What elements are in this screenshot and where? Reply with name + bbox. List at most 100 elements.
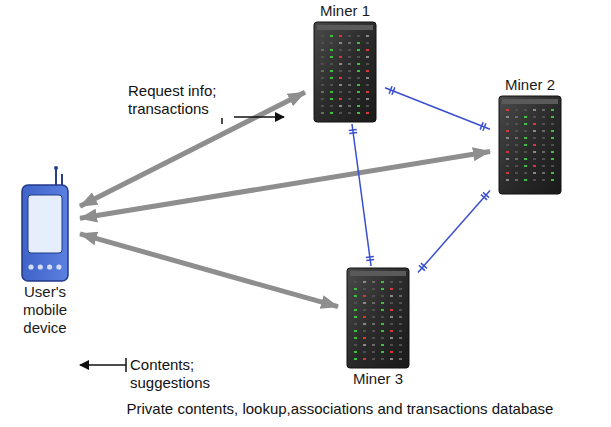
status-led <box>339 42 342 44</box>
status-led <box>381 281 384 283</box>
status-led <box>366 84 369 86</box>
status-led <box>381 316 384 318</box>
status-led <box>542 172 545 174</box>
server-case <box>347 268 409 368</box>
status-led <box>390 295 393 297</box>
status-led <box>533 130 536 132</box>
status-led <box>515 130 518 132</box>
node-label: User's mobile device <box>14 283 76 337</box>
status-led <box>372 358 375 360</box>
status-led <box>366 77 369 79</box>
status-led <box>381 302 384 304</box>
status-led <box>372 337 375 339</box>
status-led <box>381 288 384 290</box>
status-led <box>399 344 402 346</box>
status-led <box>321 35 324 37</box>
status-led <box>533 116 536 118</box>
status-led <box>366 56 369 58</box>
status-led <box>533 179 536 181</box>
annotation-label: Contents; suggestions <box>128 356 228 392</box>
status-led <box>366 35 369 37</box>
status-led <box>372 309 375 311</box>
status-led <box>348 63 351 65</box>
status-led <box>515 123 518 125</box>
status-led <box>348 49 351 51</box>
node-label: Miner 3 <box>338 370 418 388</box>
status-led <box>321 112 324 114</box>
link-plug <box>483 123 486 130</box>
link-plug <box>349 129 357 130</box>
status-led <box>357 70 360 72</box>
status-led <box>348 105 351 107</box>
status-led <box>542 109 545 111</box>
status-led <box>354 309 357 311</box>
status-led <box>357 35 360 37</box>
status-led <box>330 84 333 86</box>
status-led <box>357 112 360 114</box>
link-plug <box>389 86 392 93</box>
status-led <box>339 77 342 79</box>
status-led <box>339 49 342 51</box>
status-led <box>363 281 366 283</box>
server-icon <box>338 266 418 370</box>
peer-link <box>418 191 490 273</box>
phone-button <box>28 264 33 269</box>
status-led <box>533 165 536 167</box>
status-led <box>506 137 509 139</box>
status-led <box>515 116 518 118</box>
status-led <box>366 70 369 72</box>
status-led <box>354 337 357 339</box>
link-plug <box>366 257 374 258</box>
link-plug <box>349 132 357 133</box>
status-led <box>366 112 369 114</box>
status-led <box>330 98 333 100</box>
phone-screen <box>28 195 62 253</box>
status-led <box>551 144 554 146</box>
status-led <box>330 91 333 93</box>
status-led <box>542 179 545 181</box>
status-led <box>506 123 509 125</box>
status-led <box>330 63 333 65</box>
status-led <box>357 42 360 44</box>
status-led <box>506 116 509 118</box>
status-led <box>515 137 518 139</box>
status-led <box>390 330 393 332</box>
status-led <box>339 63 342 65</box>
status-led <box>366 49 369 51</box>
status-led <box>354 323 357 325</box>
status-led <box>330 112 333 114</box>
status-led <box>372 295 375 297</box>
status-led <box>542 123 545 125</box>
status-led <box>363 358 366 360</box>
status-led <box>551 137 554 139</box>
status-led <box>399 351 402 353</box>
status-led <box>381 330 384 332</box>
status-led <box>357 49 360 51</box>
status-led <box>390 358 393 360</box>
server-top <box>502 99 558 104</box>
status-led <box>551 123 554 125</box>
link-plug <box>480 122 483 129</box>
status-led <box>506 151 509 153</box>
status-led <box>390 309 393 311</box>
status-led <box>506 179 509 181</box>
status-led <box>524 144 527 146</box>
status-led <box>354 281 357 283</box>
phone-button <box>56 264 61 269</box>
status-led <box>357 63 360 65</box>
server-icon <box>305 20 385 124</box>
status-led <box>399 323 402 325</box>
status-led <box>542 130 545 132</box>
status-led <box>542 151 545 153</box>
status-led <box>348 98 351 100</box>
status-led <box>542 137 545 139</box>
status-led <box>399 358 402 360</box>
status-led <box>390 288 393 290</box>
server-body <box>314 22 376 122</box>
request-arrow <box>80 234 338 307</box>
status-led <box>381 309 384 311</box>
server-body <box>347 268 409 368</box>
status-led <box>551 179 554 181</box>
status-led <box>515 179 518 181</box>
status-led <box>551 172 554 174</box>
